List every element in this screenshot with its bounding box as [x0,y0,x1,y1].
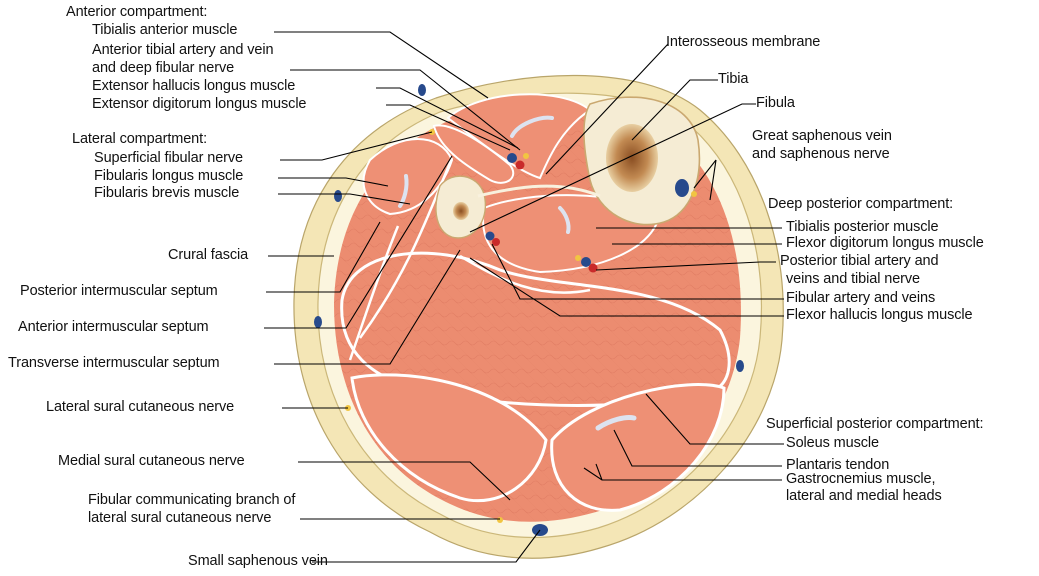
label-great-saphenous-1: Great saphenous vein [752,128,892,145]
label-deep-posterior-compartment: Deep posterior compartment: [768,196,953,213]
label-posterior-intermuscular: Posterior intermuscular septum [20,283,218,300]
label-superficial-fibular-nerve: Superficial fibular nerve [94,150,243,167]
label-tibia: Tibia [718,71,748,88]
label-crural-fascia: Crural fascia [168,247,248,264]
label-post-tibial-1: Posterior tibial artery and [780,253,939,270]
label-fibular-communicating-1: Fibular communicating branch of [88,492,295,509]
label-soleus: Soleus muscle [786,435,879,452]
label-deep-fibular-nerve: and deep fibular nerve [92,60,234,77]
label-transverse-intermuscular: Transverse intermuscular septum [8,355,220,372]
superficial-vein-2 [334,190,342,202]
label-anterior-intermuscular: Anterior intermuscular septum [18,319,209,336]
fibula-marrow [453,202,469,220]
superficial-vein-3 [314,316,322,328]
label-fibularis-brevis: Fibularis brevis muscle [94,185,239,202]
label-gastrocnemius-2: lateral and medial heads [786,488,942,505]
label-extensor-hallucis: Extensor hallucis longus muscle [92,78,295,95]
label-fibular-communicating-2: lateral sural cutaneous nerve [88,510,271,527]
label-fibularis-longus: Fibularis longus muscle [94,168,243,185]
label-ant-tibial-artery: Anterior tibial artery and vein [92,42,273,59]
label-medial-sural: Medial sural cutaneous nerve [58,453,245,470]
label-lateral-compartment: Lateral compartment: [72,131,207,148]
label-anterior-compartment: Anterior compartment: [66,4,207,21]
label-great-saphenous-2: and saphenous nerve [752,146,890,163]
label-fibular-artery: Fibular artery and veins [786,290,935,307]
label-gastrocnemius-1: Gastrocnemius muscle, [786,471,935,488]
tibia-marrow [606,124,658,192]
label-flexor-hallucis: Flexor hallucis longus muscle [786,307,973,324]
label-extensor-digitorum: Extensor digitorum longus muscle [92,96,306,113]
label-fibula: Fibula [756,95,795,112]
label-post-tibial-2: veins and tibial nerve [786,271,920,288]
superficial-vein-4 [736,360,744,372]
label-small-saphenous: Small saphenous vein [188,553,328,570]
label-superficial-posterior-compartment: Superficial posterior compartment: [766,416,983,433]
label-tibialis-posterior: Tibialis posterior muscle [786,219,938,236]
superficial-vein-1 [418,84,426,96]
label-tibialis-anterior: Tibialis anterior muscle [92,22,237,39]
label-interosseous-membrane: Interosseous membrane [666,34,820,51]
label-flexor-digitorum: Flexor digitorum longus muscle [786,235,984,252]
label-lateral-sural: Lateral sural cutaneous nerve [46,399,234,416]
fibular-communicating-dot [497,517,503,523]
